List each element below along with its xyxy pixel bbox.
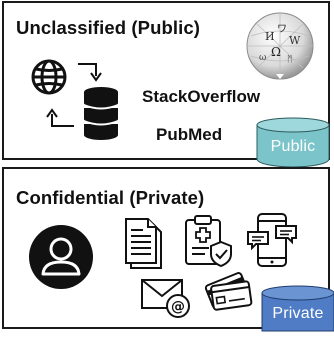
user-avatar-icon bbox=[29, 225, 93, 289]
svg-text:ω: ω bbox=[259, 53, 266, 63]
pubmed-label: PubMed bbox=[156, 125, 223, 144]
svg-text:Ω: Ω bbox=[271, 45, 281, 59]
private-panel-title: Confidential (Private) bbox=[16, 187, 205, 208]
public-database: Public bbox=[256, 117, 330, 169]
stackoverflow-label: StackOverflow bbox=[142, 87, 261, 106]
public-database-label: Public bbox=[270, 138, 316, 155]
private-database-label: Private bbox=[272, 305, 324, 322]
private-database: Private bbox=[261, 285, 334, 337]
wikipedia-globe-icon: И ワ W Ω ω ᛗ bbox=[246, 12, 314, 80]
database-icon bbox=[83, 87, 119, 140]
public-panel-title: Unclassified (Public) bbox=[16, 17, 201, 38]
document-icon bbox=[125, 218, 162, 269]
svg-text:И: И bbox=[265, 30, 275, 43]
arrow-left-up-icon bbox=[46, 108, 74, 127]
credit-card-icon bbox=[204, 272, 253, 311]
svg-text:W: W bbox=[289, 34, 301, 47]
globe-icon bbox=[31, 59, 67, 95]
svg-text:ワ: ワ bbox=[277, 24, 287, 35]
medical-record-icon bbox=[185, 215, 232, 268]
chat-phone-icon bbox=[247, 213, 297, 267]
svg-text:@: @ bbox=[171, 299, 185, 315]
svg-text:ᛗ: ᛗ bbox=[287, 54, 292, 65]
email-icon: @ bbox=[141, 279, 190, 318]
arrow-right-down-icon bbox=[78, 63, 102, 82]
